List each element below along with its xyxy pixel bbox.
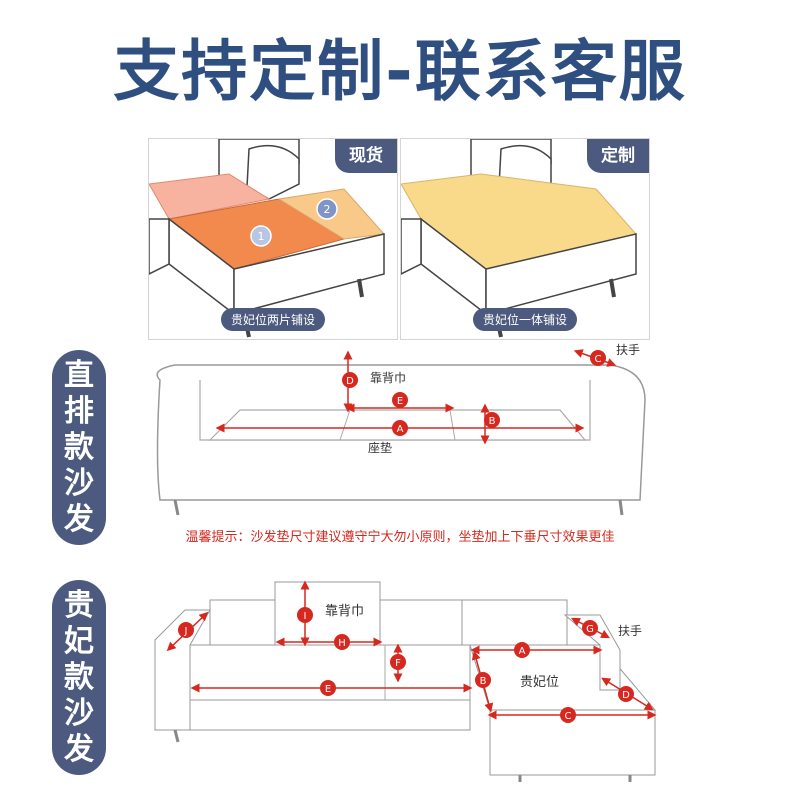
backrest-label-2: 靠背巾 — [325, 604, 364, 619]
chaise-sofa-diagram: I H J F E A B C D G 靠背巾 贵妃位 扶手 — [154, 580, 657, 782]
stock-panel: 1 2 现货 贵妃位两片铺设 — [148, 138, 398, 340]
custom-panel: 定制 贵妃位一体铺设 — [400, 138, 650, 340]
marker-c-2: C — [565, 711, 572, 722]
chaise-label-char-2: 妃 — [64, 623, 94, 659]
piece-2-marker — [316, 198, 338, 220]
straight-sofa-diagram: D E A B C 靠背巾 座垫 扶手 — [156, 342, 646, 516]
marker-a: A — [397, 424, 404, 435]
marker-g: G — [586, 624, 594, 635]
page-title: 支持定制-联系客服 — [113, 33, 687, 110]
chaise-sofa-label: 贵 妃 款 沙 发 — [52, 580, 106, 775]
marker-i: I — [304, 611, 307, 622]
chaise-label-char-4: 沙 — [64, 695, 94, 731]
straight-label-char-1: 直 — [64, 357, 94, 393]
custom-tag: 定制 — [587, 139, 649, 173]
marker-h: H — [338, 638, 346, 649]
marker-f: F — [395, 658, 401, 669]
marker-b: B — [489, 416, 496, 427]
measurement-tip: 温馨提示：沙发垫尺寸建议遵守宁大勿小原则，坐垫加上下垂尺寸效果更佳 — [185, 530, 615, 545]
chaise-label-char-5: 发 — [64, 731, 94, 767]
seat-label: 座垫 — [368, 440, 392, 455]
chaise-one-piece-illustration — [401, 139, 637, 338]
marker-j: J — [184, 626, 188, 637]
straight-label-char-4: 沙 — [64, 465, 94, 501]
marker-d-2: D — [622, 690, 630, 701]
straight-label-char-5: 发 — [64, 501, 94, 537]
piece-1-number: 1 — [258, 230, 265, 243]
marker-e-2: E — [325, 684, 331, 695]
stock-tag: 现货 — [335, 139, 397, 173]
custom-caption: 贵妃位一体铺设 — [472, 308, 578, 331]
marker-e: E — [397, 396, 403, 407]
straight-label-char-3: 款 — [64, 429, 94, 465]
straight-label-char-2: 排 — [64, 393, 94, 429]
marker-d: D — [346, 376, 354, 387]
stock-caption: 贵妃位两片铺设 — [220, 308, 326, 331]
marker-a-2: A — [519, 646, 526, 657]
piece-2-number: 2 — [324, 203, 331, 216]
backrest-label: 靠背巾 — [370, 371, 406, 385]
chaise-label-char-1: 贵 — [64, 587, 94, 623]
straight-sofa-label: 直 排 款 沙 发 — [52, 350, 106, 545]
armrest-label: 扶手 — [616, 342, 640, 357]
chaise-label-char-3: 款 — [64, 659, 94, 695]
chaise-label: 贵妃位 — [520, 675, 559, 690]
armrest-label-2: 扶手 — [618, 623, 642, 638]
piece-1-marker — [250, 225, 272, 247]
marker-c: C — [595, 354, 602, 365]
marker-b-2: B — [480, 676, 487, 687]
chaise-two-piece-illustration: 1 2 — [149, 139, 386, 338]
